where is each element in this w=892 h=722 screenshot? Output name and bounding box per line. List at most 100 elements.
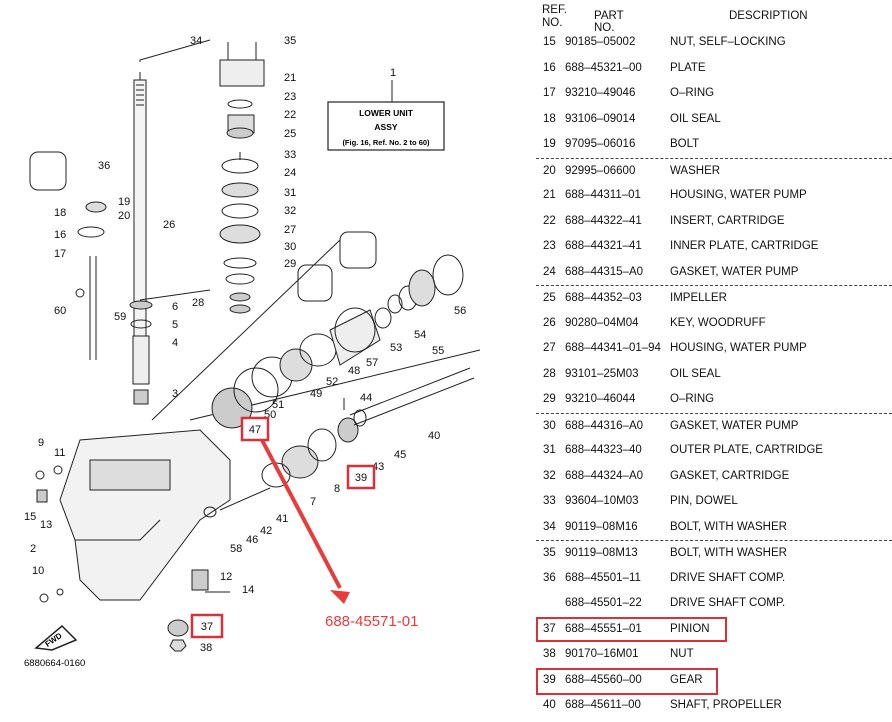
part-label-3: 3 — [172, 388, 178, 400]
part-label-8: 8 — [334, 483, 340, 495]
part-label-21: 21 — [284, 72, 296, 84]
row-part-number: 90280–04M04 — [565, 316, 639, 329]
part-label-48: 48 — [348, 365, 360, 377]
part-label-40: 40 — [428, 430, 440, 442]
figure-code: 6880664-0160 — [24, 658, 85, 669]
row-part-number: 688–45501–22 — [565, 597, 642, 609]
part-label-9: 9 — [38, 437, 44, 449]
table-row: 26 90280–04M04 KEY, WOODRUFF — [536, 311, 892, 337]
part-label-60: 60 — [54, 305, 66, 317]
row-part-number: 688–45501–11 — [565, 571, 641, 584]
part-label-26: 26 — [163, 219, 175, 231]
part-label-20: 20 — [118, 210, 130, 222]
row-part-number: 688–44316–A0 — [565, 419, 644, 432]
part-label-4: 4 — [172, 337, 178, 349]
row-description: PIN, DOWEL — [670, 495, 738, 507]
row-description: NUT — [670, 648, 694, 660]
row-part-number: 688–44352–03 — [565, 292, 642, 304]
row-ref: 33 — [543, 495, 556, 507]
table-row: 33 93604–10M03 PIN, DOWEL — [536, 489, 892, 515]
part-label-17: 17 — [54, 248, 66, 260]
row-part-number: 688–44315–A0 — [565, 265, 644, 278]
row-ref: 30 — [543, 419, 556, 432]
part-label-23: 23 — [284, 91, 296, 103]
row-description: PLATE — [670, 61, 706, 74]
row-description: DRIVE SHAFT COMP. — [670, 571, 786, 584]
title-box-line-2: ASSY — [374, 122, 397, 132]
row-description: BOLT — [670, 138, 700, 150]
header-part-no: PART NO. — [594, 10, 624, 34]
row-description: OUTER PLATE, CARTRIDGE — [670, 444, 823, 456]
part-label-5: 5 — [172, 319, 178, 331]
part-label-53: 53 — [390, 342, 402, 354]
row-part-number: 688–45321–00 — [565, 61, 642, 74]
row-part-number: 90119–08M16 — [565, 520, 638, 533]
row-part-number: 93604–10M03 — [565, 495, 639, 507]
row-description: OIL SEAL — [670, 367, 721, 380]
row-ref: 39 — [543, 673, 556, 686]
highlight-box-37 — [190, 613, 224, 639]
part-label-49: 49 — [310, 388, 322, 400]
row-ref: 21 — [543, 189, 556, 201]
row-ref: 38 — [543, 648, 556, 660]
exploded-parts-diagram: LOWER UNIT ASSY (Fig. 16, Ref. No. 2 to … — [24, 35, 481, 669]
row-description: INSERT, CARTRIDGE — [670, 214, 785, 227]
part-label-2: 2 — [30, 543, 36, 555]
callout-part-number: 688-45571-01 — [325, 613, 418, 630]
part-label-45: 45 — [394, 449, 406, 461]
row-ref: 35 — [543, 547, 556, 559]
part-label-11: 11 — [54, 447, 65, 459]
part-label-55: 55 — [432, 345, 444, 357]
table-row: 688–45501–22 DRIVE SHAFT COMP. — [536, 591, 892, 617]
row-description: HOUSING, WATER PUMP — [670, 189, 807, 201]
row-ref: 22 — [543, 214, 556, 227]
row-description: DRIVE SHAFT COMP. — [670, 597, 786, 609]
title-box-line-1: LOWER UNIT — [359, 108, 414, 118]
part-label-22: 22 — [284, 109, 296, 121]
row-description: PINION — [670, 622, 710, 635]
part-label-32: 32 — [284, 205, 296, 217]
table-row-highlight — [536, 616, 727, 642]
part-label-35: 35 — [284, 35, 296, 47]
row-description: BOLT, WITH WASHER — [670, 520, 787, 533]
row-description: NUT, SELF–LOCKING — [670, 36, 786, 48]
row-part-number: 688–44341–01–94 — [565, 342, 661, 354]
part-label-6: 6 — [172, 301, 178, 313]
row-description: INNER PLATE, CARTRIDGE — [670, 240, 819, 252]
part-label-30: 30 — [284, 241, 296, 253]
part-label-44: 44 — [360, 392, 372, 404]
part-label-14: 14 — [242, 584, 254, 596]
part-label-52: 52 — [326, 376, 338, 388]
highlight-box-47 — [240, 416, 270, 442]
part-label-59: 59 — [114, 311, 126, 323]
part-label-51: 51 — [272, 399, 284, 411]
row-description: BOLT, WITH WASHER — [670, 547, 787, 559]
row-description: GASKET, CARTRIDGE — [670, 469, 790, 482]
row-description: KEY, WOODRUFF — [670, 316, 766, 329]
part-label-41: 41 — [276, 513, 288, 525]
row-ref: 23 — [543, 240, 556, 252]
row-part-number: 97095–06016 — [565, 138, 636, 150]
row-description: GEAR — [670, 673, 703, 686]
row-description: GASKET, WATER PUMP — [670, 419, 799, 432]
header-ref: REF. NO. — [542, 4, 576, 30]
part-label-36: 36 — [98, 160, 110, 172]
row-description: O–RING — [670, 393, 715, 405]
row-part-number: 688–44324–A0 — [565, 469, 644, 482]
part-label-38: 38 — [200, 642, 212, 654]
row-ref: 26 — [543, 316, 556, 329]
part-label-34: 34 — [190, 35, 202, 47]
table-row-highlight — [536, 667, 718, 695]
row-part-number: 688–44323–40 — [565, 444, 642, 456]
